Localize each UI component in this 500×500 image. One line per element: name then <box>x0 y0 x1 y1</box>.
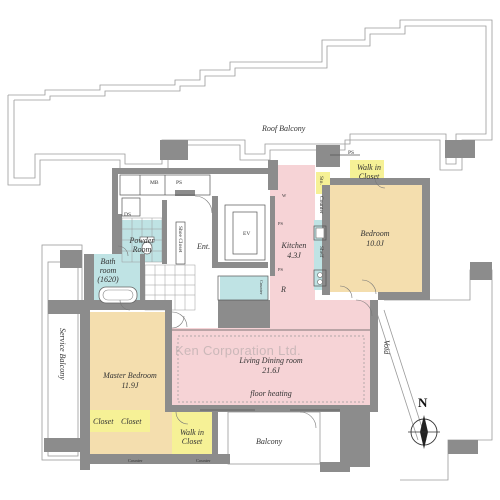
counter-mid-label: Counter <box>259 280 264 295</box>
kitchen-size: 4.3J <box>287 251 301 260</box>
wd-label: W <box>282 193 287 198</box>
ps-wic-label: PS <box>348 150 355 156</box>
shoe-closet-label: Shoe Closet <box>177 226 183 253</box>
bathtub <box>98 286 138 304</box>
hall-tiles <box>121 217 196 311</box>
bath-label-2: room <box>99 266 117 275</box>
living-fill <box>172 165 370 412</box>
master-name: Master Bedroom <box>103 371 157 380</box>
walkin-top-label-1: Walk in <box>357 163 381 172</box>
walkin-bottom-fill <box>172 412 212 454</box>
counter-top-label: Counter <box>318 196 324 214</box>
ev-label: EV <box>243 231 251 237</box>
service-balcony-label: Service Balcony <box>58 328 67 380</box>
r-label: R <box>281 285 286 294</box>
window-lines <box>200 154 360 411</box>
bedroom-name: Bedroom <box>360 229 390 238</box>
counter-bottom-1-label: Counter <box>128 458 143 463</box>
compass-label: N <box>418 395 428 410</box>
walkin-bottom-label-1: Walk in <box>180 428 204 437</box>
watermark: Ken Corporation Ltd. <box>175 343 301 358</box>
master-size: 11.9J <box>121 381 139 390</box>
floor-heating-label: floor heating <box>250 389 292 398</box>
void-label: Void <box>382 340 391 355</box>
living-name: Living Dining room <box>239 356 303 365</box>
kitchen-fixtures <box>315 227 325 285</box>
sto-label: Sto. <box>318 176 324 185</box>
bedroom-fill <box>330 185 422 292</box>
kitchen-fill <box>220 276 268 300</box>
ps-2-label: PS <box>278 267 284 272</box>
shelf-label: Shelf <box>318 246 324 258</box>
mb-label: MB <box>150 180 159 186</box>
closet-2-label: Closet <box>121 417 142 426</box>
powder-label-2: Room <box>132 245 152 254</box>
kitchen-name: Kitchen <box>281 241 307 250</box>
thin-lines <box>119 174 370 403</box>
closet-fill <box>90 410 150 432</box>
room-fills <box>90 160 422 454</box>
bedroom-size: 10.0J <box>366 239 384 248</box>
compass-rose <box>408 415 440 449</box>
walkin-top-label-2: Closet <box>358 172 380 181</box>
living-size: 21.6J <box>262 366 280 375</box>
bath-label-3: (1620) <box>97 275 119 284</box>
ps-top-label: PS <box>176 180 183 186</box>
bath-label-1: Bath <box>100 257 116 266</box>
roof-balcony-label: Roof Balcony <box>262 124 306 133</box>
balcony-label: Balcony <box>256 437 283 446</box>
door-swings <box>117 177 386 429</box>
counter-bottom-2-label: Counter <box>196 458 211 463</box>
roof-balcony-outline <box>7 19 493 186</box>
toilet <box>139 236 155 255</box>
ds-label: DS <box>124 212 132 218</box>
walkin-bottom-label-2: Closet <box>181 437 203 446</box>
closet-1-label: Closet <box>93 417 114 426</box>
ps-1-label: PS <box>278 221 284 226</box>
ent-label: Ent. <box>197 242 211 251</box>
powder-label-1: Powder <box>129 236 155 245</box>
